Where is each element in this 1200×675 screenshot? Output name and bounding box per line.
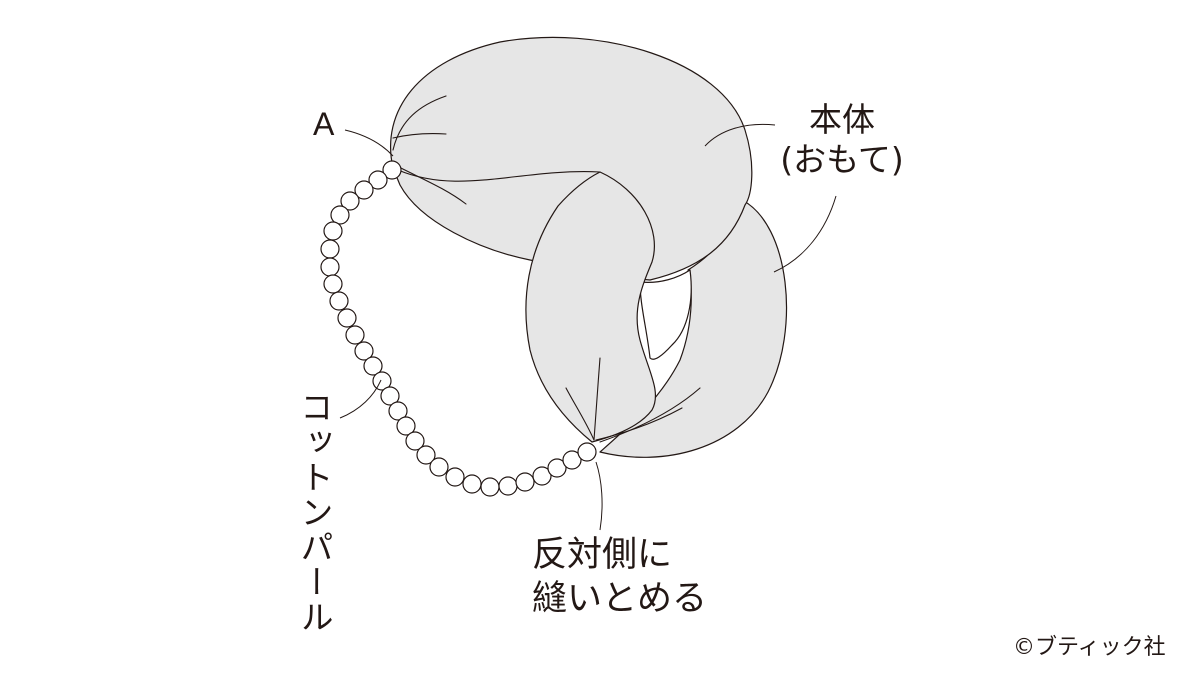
cotton-pearl-label: コットンパール <box>295 390 334 635</box>
body-label-line1: 本体 <box>809 100 875 139</box>
cotton-pearl-bead <box>515 472 535 492</box>
cotton-pearl-bead <box>368 170 388 190</box>
point-a-label: A <box>313 106 335 142</box>
sew-label-line1: 反対側に <box>532 535 673 575</box>
fold-line <box>392 133 447 139</box>
fold-line <box>565 387 595 441</box>
cotton-pearl-bead <box>363 356 383 376</box>
cotton-pearl-bead <box>532 466 552 486</box>
fold-line <box>397 169 601 182</box>
fold-line <box>392 95 447 151</box>
fabric-upper-lobe <box>389 36 753 281</box>
sew-label-line2: 縫いとめる <box>532 579 708 619</box>
fold-line <box>593 357 601 441</box>
cotton-pearl-bead <box>380 386 400 406</box>
cotton-pearl-bead <box>405 431 425 451</box>
leader-line-body <box>704 123 776 147</box>
cotton-pearl-bead <box>480 477 500 497</box>
cotton-pearl-bead <box>382 160 402 180</box>
fold-line <box>599 387 701 443</box>
leader-line-sew <box>595 461 603 531</box>
copyright-text: ©ブティック社 <box>1013 635 1166 660</box>
cotton-pearl-bead <box>416 445 436 465</box>
fabric-right-lobe <box>599 199 788 458</box>
cotton-pearl-bead <box>320 239 340 259</box>
cotton-pearl-bead <box>577 442 597 462</box>
cotton-pearl-bead <box>329 291 349 311</box>
cotton-pearl-bead <box>547 458 567 478</box>
cotton-pearl-bead <box>345 325 365 345</box>
cotton-pearl-bead <box>396 416 416 436</box>
cotton-pearl-bead <box>445 467 465 487</box>
cotton-pearl-bead <box>462 474 482 494</box>
cotton-pearl-bead <box>320 257 340 277</box>
body-label: 本体 (おもて) <box>772 100 912 180</box>
fabric-hole <box>639 269 692 360</box>
cotton-pearl-bead <box>354 180 374 200</box>
leader-line-cotton-pearl <box>339 379 382 419</box>
sew-instruction-label: 反対側に 縫いとめる <box>532 533 707 621</box>
cotton-pearl-bead <box>340 191 360 211</box>
cotton-pearl-bead <box>354 341 374 361</box>
cotton-pearl-bead <box>330 205 350 225</box>
fold-line <box>595 407 683 441</box>
cotton-pearl-bead <box>323 274 343 294</box>
cotton-pearl-bead <box>498 476 518 496</box>
cotton-pearl-bead <box>372 371 392 391</box>
cotton-pearl-bead <box>429 457 449 477</box>
cotton-pearl-bead <box>337 308 357 328</box>
fabric-middle-band <box>525 171 657 443</box>
cotton-pearl-bead <box>562 450 582 470</box>
body-label-line2: (おもて) <box>780 140 904 179</box>
leader-line-body-front <box>773 195 837 273</box>
cotton-pearl-bead <box>388 401 408 421</box>
fold-line <box>394 164 467 205</box>
leader-line-a <box>344 129 394 157</box>
cotton-pearl-bead <box>323 221 343 241</box>
